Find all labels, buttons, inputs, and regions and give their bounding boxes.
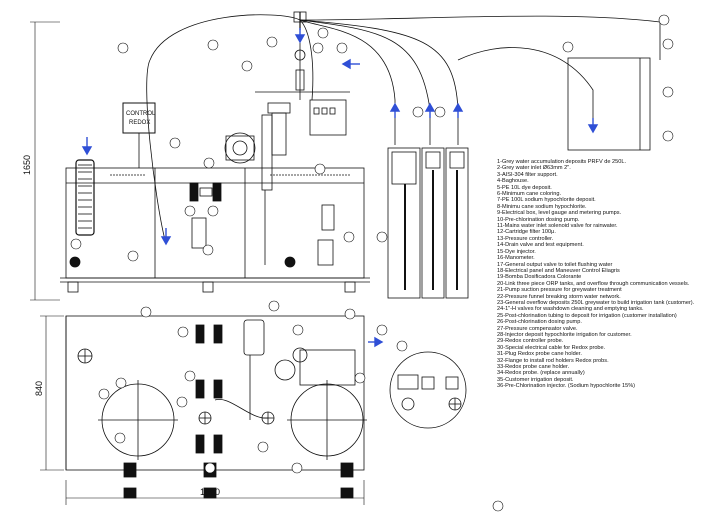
legend-item: 35-Customer irrigation deposit. xyxy=(497,376,574,383)
plan-view xyxy=(65,315,467,499)
sign-label-line-2: REDOX xyxy=(129,120,150,126)
legend-item: 9-Electrical box, level gauge and meteri… xyxy=(497,210,622,217)
legend-item: 26-Post-chlorination dosing pump. xyxy=(497,319,582,326)
legend-item: 3-AISI-304 filter support. xyxy=(497,171,558,178)
legend-item: 25-Post-chlorination tubing to deposit f… xyxy=(497,312,677,319)
sign-label-line-1: CONTROL xyxy=(126,111,156,117)
legend-item: 8-Minimu cane sodium hypochlorite. xyxy=(497,203,587,210)
legend-item: 2-Grey water inlet Ø63mm 2". xyxy=(497,165,571,172)
height-elevation-label: 1650 xyxy=(22,155,32,175)
legend-item: 16-Manometer. xyxy=(497,255,535,262)
height-plan-label: 840 xyxy=(34,381,44,396)
legend-item: 17-General output valve to toilet flushi… xyxy=(497,261,613,268)
legend-item: 34-Redox probe. (replace annually) xyxy=(497,370,585,377)
legend-item: 6-Minimum cane coloring. xyxy=(497,191,562,198)
legend-item: 22-Pressure funnel breaking storm water … xyxy=(497,293,621,300)
legend-item: 21-Pump suction pressure for greywater t… xyxy=(497,287,622,294)
flow-arrow-icon xyxy=(389,102,401,118)
width-plan-label: 1690 xyxy=(200,487,220,497)
flow-arrow-icon xyxy=(452,102,464,118)
legend-item: 23-General overflow deposits 250L greywa… xyxy=(497,299,695,306)
legend-item: 20-Link three piece ORP tanks, and overf… xyxy=(497,280,690,287)
legend-item: 1-Grey water accumulation deposits PRFV … xyxy=(497,159,627,165)
control-redox-sign: CONTROL REDOX xyxy=(126,111,156,126)
legend-item: 30-Special electrical cable for Redox pr… xyxy=(497,344,606,351)
flow-arrows xyxy=(81,28,599,348)
legend-item: 36-Pre-Chlorination injector. (Sodium hy… xyxy=(497,383,636,390)
elevation-view xyxy=(60,11,661,299)
legend-item: 7-PE 100L sodium hypochlorite deposit. xyxy=(497,197,596,204)
flow-arrow-icon xyxy=(294,28,306,44)
legend-item: 11-Mains water inlet solenoid valve for … xyxy=(497,223,618,230)
flow-arrow-icon xyxy=(81,137,93,156)
legend-list: 1-Grey water accumulation deposits PRFV … xyxy=(497,159,725,390)
callout-bubbles xyxy=(70,14,674,512)
legend-item: 24-1"-H valves for washdown cleaning and… xyxy=(497,306,644,313)
legend-item: 27-Pressure compensator valve. xyxy=(497,325,578,332)
flow-arrow-icon xyxy=(368,336,384,348)
flow-arrow-icon xyxy=(587,118,599,134)
plan-dimensions xyxy=(40,315,365,505)
legend-item: 13-Pressure controller. xyxy=(497,235,554,242)
legend-item: 10-Pre-chlorination dosing pump. xyxy=(497,216,580,223)
height-dimension xyxy=(30,21,60,301)
legend-item: 32-Flange to install rod holders Redox p… xyxy=(497,357,609,364)
legend-item: 19-Bomba Dosificadora Colorante xyxy=(497,274,582,281)
legend-item: 18-Electrical panel and Maneuver Control… xyxy=(497,267,620,274)
legend-item: 15-Dye injector. xyxy=(497,248,536,255)
legend-item: 29-Redox controller probe. xyxy=(497,338,564,345)
flow-arrow-icon xyxy=(160,228,172,246)
legend-item: 31-Plug Redox probe cane holder. xyxy=(497,351,582,358)
legend-item: 28-Injector deposit hypochlorite irrigat… xyxy=(497,331,632,338)
legend-item: 14-Drain valve and test equipment. xyxy=(497,242,584,249)
legend-item: 12-Cartridge filter 100μ. xyxy=(497,229,556,236)
legend-item: 5-PE 10L dye deposit. xyxy=(497,184,552,191)
flow-arrow-icon xyxy=(424,102,436,118)
flow-arrow-icon xyxy=(341,58,360,70)
legend-item: 33-Redox probe cane holder. xyxy=(497,364,570,370)
legend-item: 4-Baghouse. xyxy=(497,178,529,185)
